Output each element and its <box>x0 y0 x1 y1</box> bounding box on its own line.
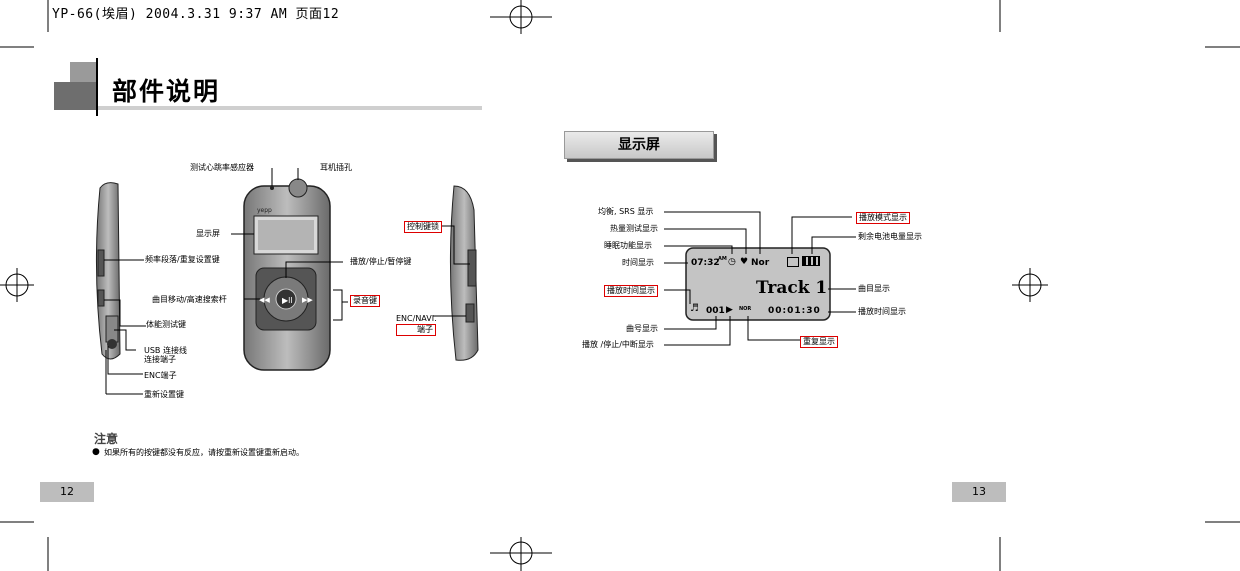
label-repeat: 重复显示 <box>800 336 838 348</box>
label-eq-button: 频率段落/重复设置键 <box>145 255 220 264</box>
label-enc-port: ENC端子 <box>144 371 177 380</box>
svg-text:yepp: yepp <box>257 207 272 214</box>
note-text: 如果所有的按键都没有反应，请按重新设置键重新启动。 <box>104 448 304 457</box>
label-track-no: 曲号显示 <box>626 324 658 333</box>
file-header: YP-66(埃眉) 2004.3.31 9:37 AM 页面12 <box>52 7 340 22</box>
display-section-title: 显示屏 <box>564 131 714 159</box>
label-play-stop: 播放/停止/暂停键 <box>350 257 412 266</box>
lcd-eq: Nor <box>751 258 770 268</box>
label-play-mode: 播放模式显示 <box>856 212 910 224</box>
battery-icon <box>802 256 820 266</box>
label-usb-port-sub: 连接端子 <box>144 355 176 364</box>
sleep-clock-icon: ◷ <box>728 257 736 267</box>
label-reset: 重新设置键 <box>144 390 184 399</box>
play-mode-icon <box>787 257 799 267</box>
label-usb-port: USB 连接线 <box>144 346 187 355</box>
label-skip-search: 曲目移动/高速搜索杆 <box>152 295 227 304</box>
label-sleep: 睡眠功能显示 <box>604 241 652 250</box>
page-number-left: 12 <box>40 482 94 502</box>
note-title: 注意 <box>94 432 119 446</box>
device-diagram: ▶ll ◀◀ ▶▶ yepp <box>95 168 479 395</box>
lcd-track-no: 001 <box>706 306 725 316</box>
label-enc-navi-sub: 端子 <box>396 324 436 336</box>
label-heart-sensor: 测试心跳率感应器 <box>190 163 254 172</box>
label-track-display: 曲目显示 <box>858 284 890 293</box>
section-title: 部件说明 <box>112 77 221 106</box>
svg-text:▶ll: ▶ll <box>282 296 293 305</box>
label-enc-navi: ENC/NAVI. <box>396 314 437 323</box>
lcd-am-pm: AM <box>718 256 727 262</box>
label-time: 时间显示 <box>622 258 654 267</box>
label-eq-srs: 均衡, SRS 显示 <box>598 207 654 216</box>
label-earphone-jack: 耳机插孔 <box>320 163 352 172</box>
label-display: 显示屏 <box>196 229 220 238</box>
repeat-icon: ♬ <box>690 303 699 314</box>
play-icon: ▶ <box>726 305 733 315</box>
bullet-icon: ● <box>92 447 100 457</box>
lcd-mode: NOR <box>739 306 752 312</box>
lcd-time: 00:01:30 <box>768 306 821 316</box>
svg-text:◀◀: ◀◀ <box>259 296 270 304</box>
lcd-clock: 07:32 <box>691 258 720 268</box>
lcd-track: Track 1 <box>756 278 828 298</box>
label-play-state: 播放 /停止/中断显示 <box>582 340 654 349</box>
label-battery: 剩余电池电量显示 <box>858 232 922 241</box>
label-play-time-right: 播放时间显示 <box>858 307 906 316</box>
label-hold-button: 控制键锁 <box>404 221 442 233</box>
label-play-time-left: 播放时间显示 <box>604 285 658 297</box>
label-record-button: 录音键 <box>350 295 380 307</box>
svg-text:▶▶: ▶▶ <box>302 296 313 304</box>
section-title-graphic <box>54 58 482 116</box>
label-calorie: 热量测试显示 <box>610 224 658 233</box>
heart-icon: ♥ <box>740 257 749 267</box>
label-fitness-button: 体能测试键 <box>146 320 186 329</box>
page-number-right: 13 <box>952 482 1006 502</box>
